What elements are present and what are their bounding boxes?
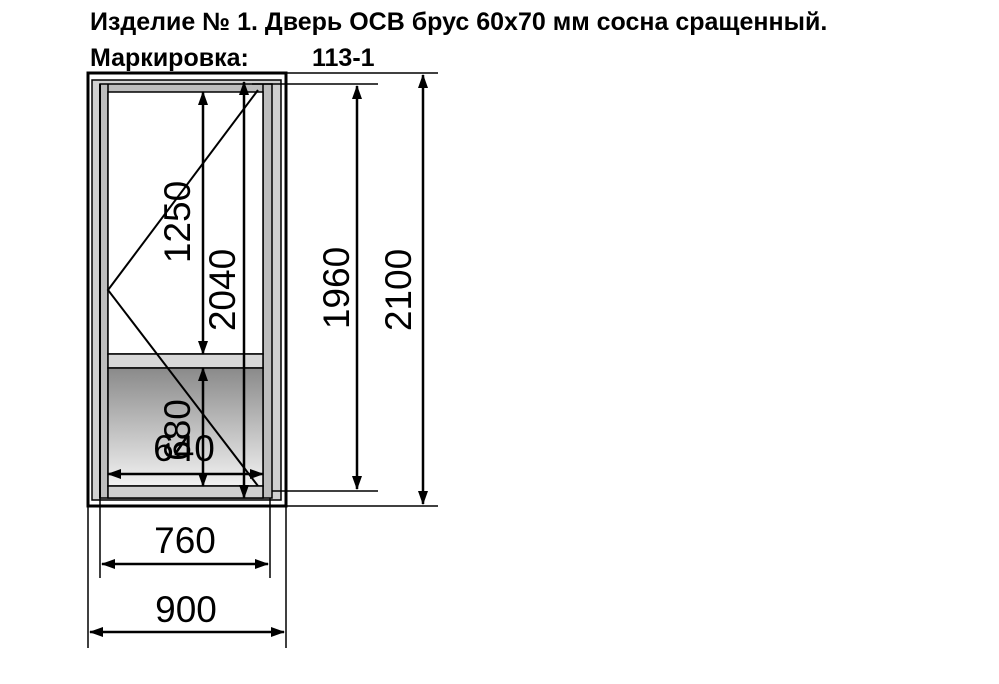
middle-rail <box>107 353 264 369</box>
dim-glass-height: 1250 <box>157 181 198 263</box>
dim-leaf-width: 760 <box>154 520 216 561</box>
drawing-title: Изделие № 1. Дверь ОСВ брус 60х70 мм сос… <box>90 8 827 36</box>
dim-inner-width: 640 <box>153 428 215 469</box>
dim-total-height: 2100 <box>378 249 419 331</box>
dim-total-width: 900 <box>155 589 217 630</box>
opening-direction-lines <box>106 89 259 487</box>
dim-leaf-height: 1960 <box>316 247 357 329</box>
marking-value: 113-1 <box>312 44 375 72</box>
bottom-rail <box>107 485 264 499</box>
glass-pane <box>107 91 264 355</box>
marking-label: Маркировка: <box>90 44 249 72</box>
dim-panel-height: 680 <box>157 399 198 461</box>
dim-leaf-inner-height: 2040 <box>202 249 243 331</box>
